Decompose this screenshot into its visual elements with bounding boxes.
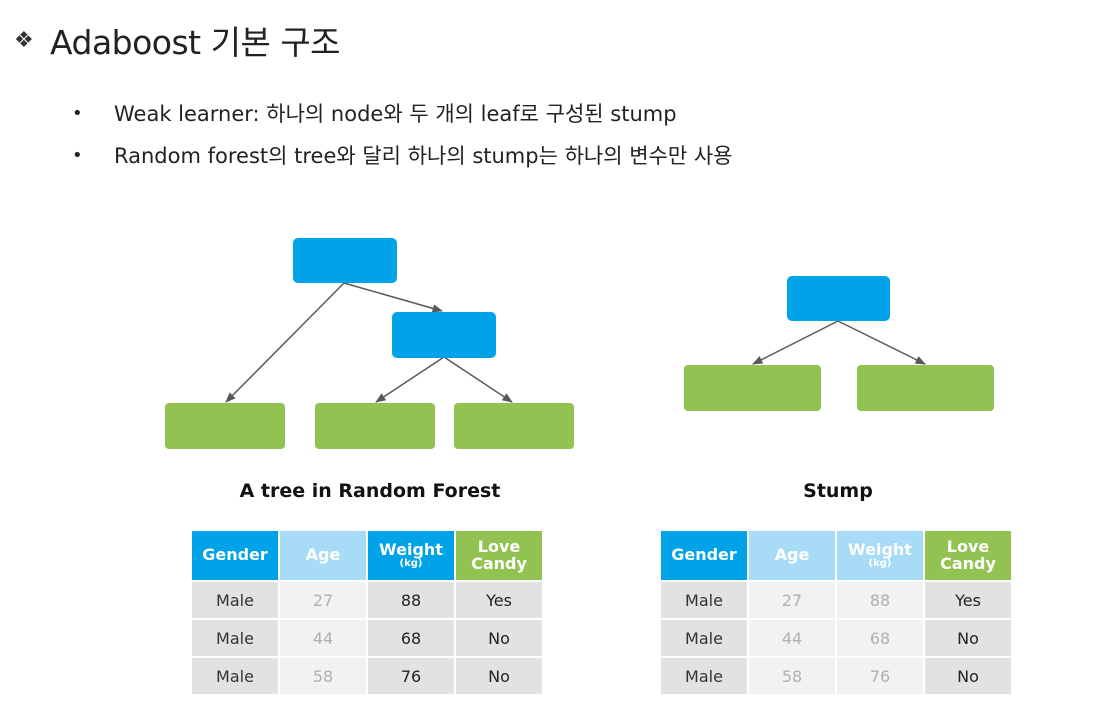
cell-weight: 88 (368, 582, 454, 618)
bullet-text: Random forest의 tree와 달리 하나의 stump는 하나의 변… (114, 144, 733, 168)
table-row: Male 58 76 No (192, 658, 542, 694)
cell-love-candy: No (925, 658, 1011, 694)
bullet-item: • Random forest의 tree와 달리 하나의 stump는 하나의 … (72, 134, 733, 176)
cell-gender: Male (661, 658, 747, 694)
rf-feature-table: Gender Age Weight(kg) Love Candy Male 27… (190, 529, 544, 696)
cell-love-candy: No (456, 620, 542, 656)
cell-gender: Male (661, 620, 747, 656)
bullet-dot-icon: • (72, 102, 83, 124)
cell-love-candy: Yes (925, 582, 1011, 618)
rf-edge (343, 282, 444, 313)
table-row: Male 27 88 Yes (661, 582, 1011, 618)
table-header-row: Gender Age Weight(kg) Love Candy (661, 531, 1011, 580)
rf-leaf (454, 403, 574, 449)
stump-edge (752, 320, 839, 365)
stump-edge (837, 320, 926, 365)
bullet-list: • Weak learner: 하나의 node와 두 개의 leaf로 구성된 … (72, 92, 733, 176)
cell-gender: Male (192, 620, 278, 656)
rf-internal-node (392, 312, 496, 358)
rf-root-node (293, 238, 397, 283)
cell-age: 44 (749, 620, 835, 656)
stump-caption: Stump (803, 480, 873, 502)
cell-weight: 76 (368, 658, 454, 694)
cell-gender: Male (661, 582, 747, 618)
rf-edge (443, 356, 513, 403)
header-weight: Weight(kg) (837, 531, 923, 580)
bullet-text: Weak learner: 하나의 node와 두 개의 leaf로 구성된 s… (114, 102, 677, 126)
header-weight-unit: (kg) (868, 557, 892, 569)
bullet-dot-icon: • (72, 144, 83, 166)
stump-leaf (684, 365, 821, 411)
cell-weight: 68 (368, 620, 454, 656)
rf-edge (375, 356, 445, 403)
cell-age: 58 (749, 658, 835, 694)
bullet-item: • Weak learner: 하나의 node와 두 개의 leaf로 구성된 … (72, 92, 733, 134)
table-row: Male 58 76 No (661, 658, 1011, 694)
cell-age: 27 (280, 582, 366, 618)
cell-age: 58 (280, 658, 366, 694)
cell-love-candy: Yes (456, 582, 542, 618)
slide-title-row: ❖ Adaboost 기본 구조 (14, 16, 341, 64)
header-gender: Gender (192, 531, 278, 580)
table-row: Male 44 68 No (192, 620, 542, 656)
header-age: Age (749, 531, 835, 580)
stump-edges (752, 320, 926, 365)
table-row: Male 27 88 Yes (192, 582, 542, 618)
slide-title: Adaboost 기본 구조 (50, 23, 341, 62)
table-header-row: Gender Age Weight(kg) Love Candy (192, 531, 542, 580)
header-weight-label: Weight (848, 539, 912, 559)
header-love-candy: Love Candy (925, 531, 1011, 580)
cell-age: 44 (280, 620, 366, 656)
header-age: Age (280, 531, 366, 580)
cell-gender: Male (192, 658, 278, 694)
header-weight-unit: (kg) (399, 557, 423, 569)
rf-caption: A tree in Random Forest (239, 480, 501, 502)
table-row: Male 44 68 No (661, 620, 1011, 656)
header-love-candy: Love Candy (456, 531, 542, 580)
cell-weight: 76 (837, 658, 923, 694)
stump-feature-table: Gender Age Weight(kg) Love Candy Male 27… (659, 529, 1013, 696)
rf-edges (225, 282, 513, 403)
rf-leaf (165, 403, 285, 449)
header-weight-label: Weight (379, 539, 443, 559)
diamond-bullet-icon: ❖ (14, 27, 34, 53)
cell-weight: 88 (837, 582, 923, 618)
cell-gender: Male (192, 582, 278, 618)
stump-leaf (857, 365, 994, 411)
stump-root-node (787, 276, 890, 321)
rf-leaf (315, 403, 435, 449)
header-gender: Gender (661, 531, 747, 580)
cell-love-candy: No (925, 620, 1011, 656)
cell-love-candy: No (456, 658, 542, 694)
cell-weight: 68 (837, 620, 923, 656)
cell-age: 27 (749, 582, 835, 618)
header-weight: Weight(kg) (368, 531, 454, 580)
rf-edge (225, 282, 345, 403)
